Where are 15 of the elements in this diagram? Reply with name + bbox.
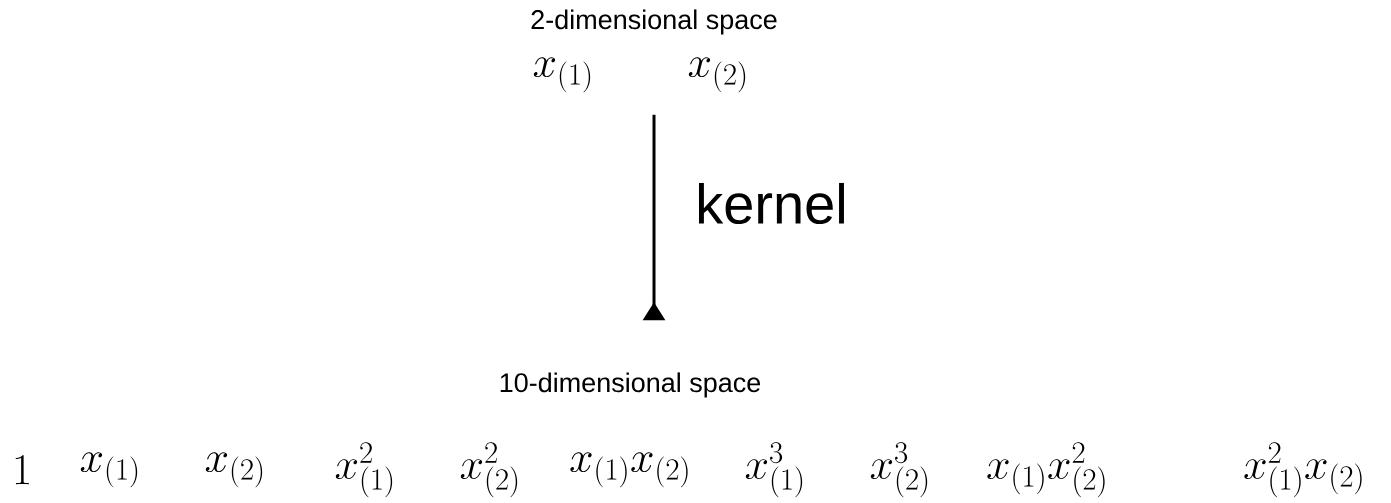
- edge-label: kernel: [694, 181, 849, 226]
- heading: 2-dimensional space: [531, 9, 777, 35]
- formula: $x_{(2)}^{3}$: [870, 442, 928, 498]
- formula: $x_{(2)}$: [205, 452, 263, 488]
- formula: $x_{(2)}^{2}$: [460, 442, 518, 498]
- formula: $x_{(1)}^{2}x_{(2)}$: [1244, 442, 1362, 498]
- formula: $x_{(2)}$: [688, 57, 746, 93]
- formula: $x_{(1)}x_{(2)}$: [570, 452, 688, 488]
- heading: 10-dimensional space: [500, 372, 761, 398]
- formula: $1$: [15, 455, 29, 485]
- formula: $x_{(1)}^{3}$: [745, 442, 803, 498]
- formula: $x_{(1)}x_{(2)}^{2}$: [987, 442, 1105, 498]
- formula: $x_{(1)}^{2}$: [335, 442, 393, 498]
- formula: $x_{(1)}$: [80, 452, 138, 488]
- formula: $x_{(1)}$: [533, 57, 591, 93]
